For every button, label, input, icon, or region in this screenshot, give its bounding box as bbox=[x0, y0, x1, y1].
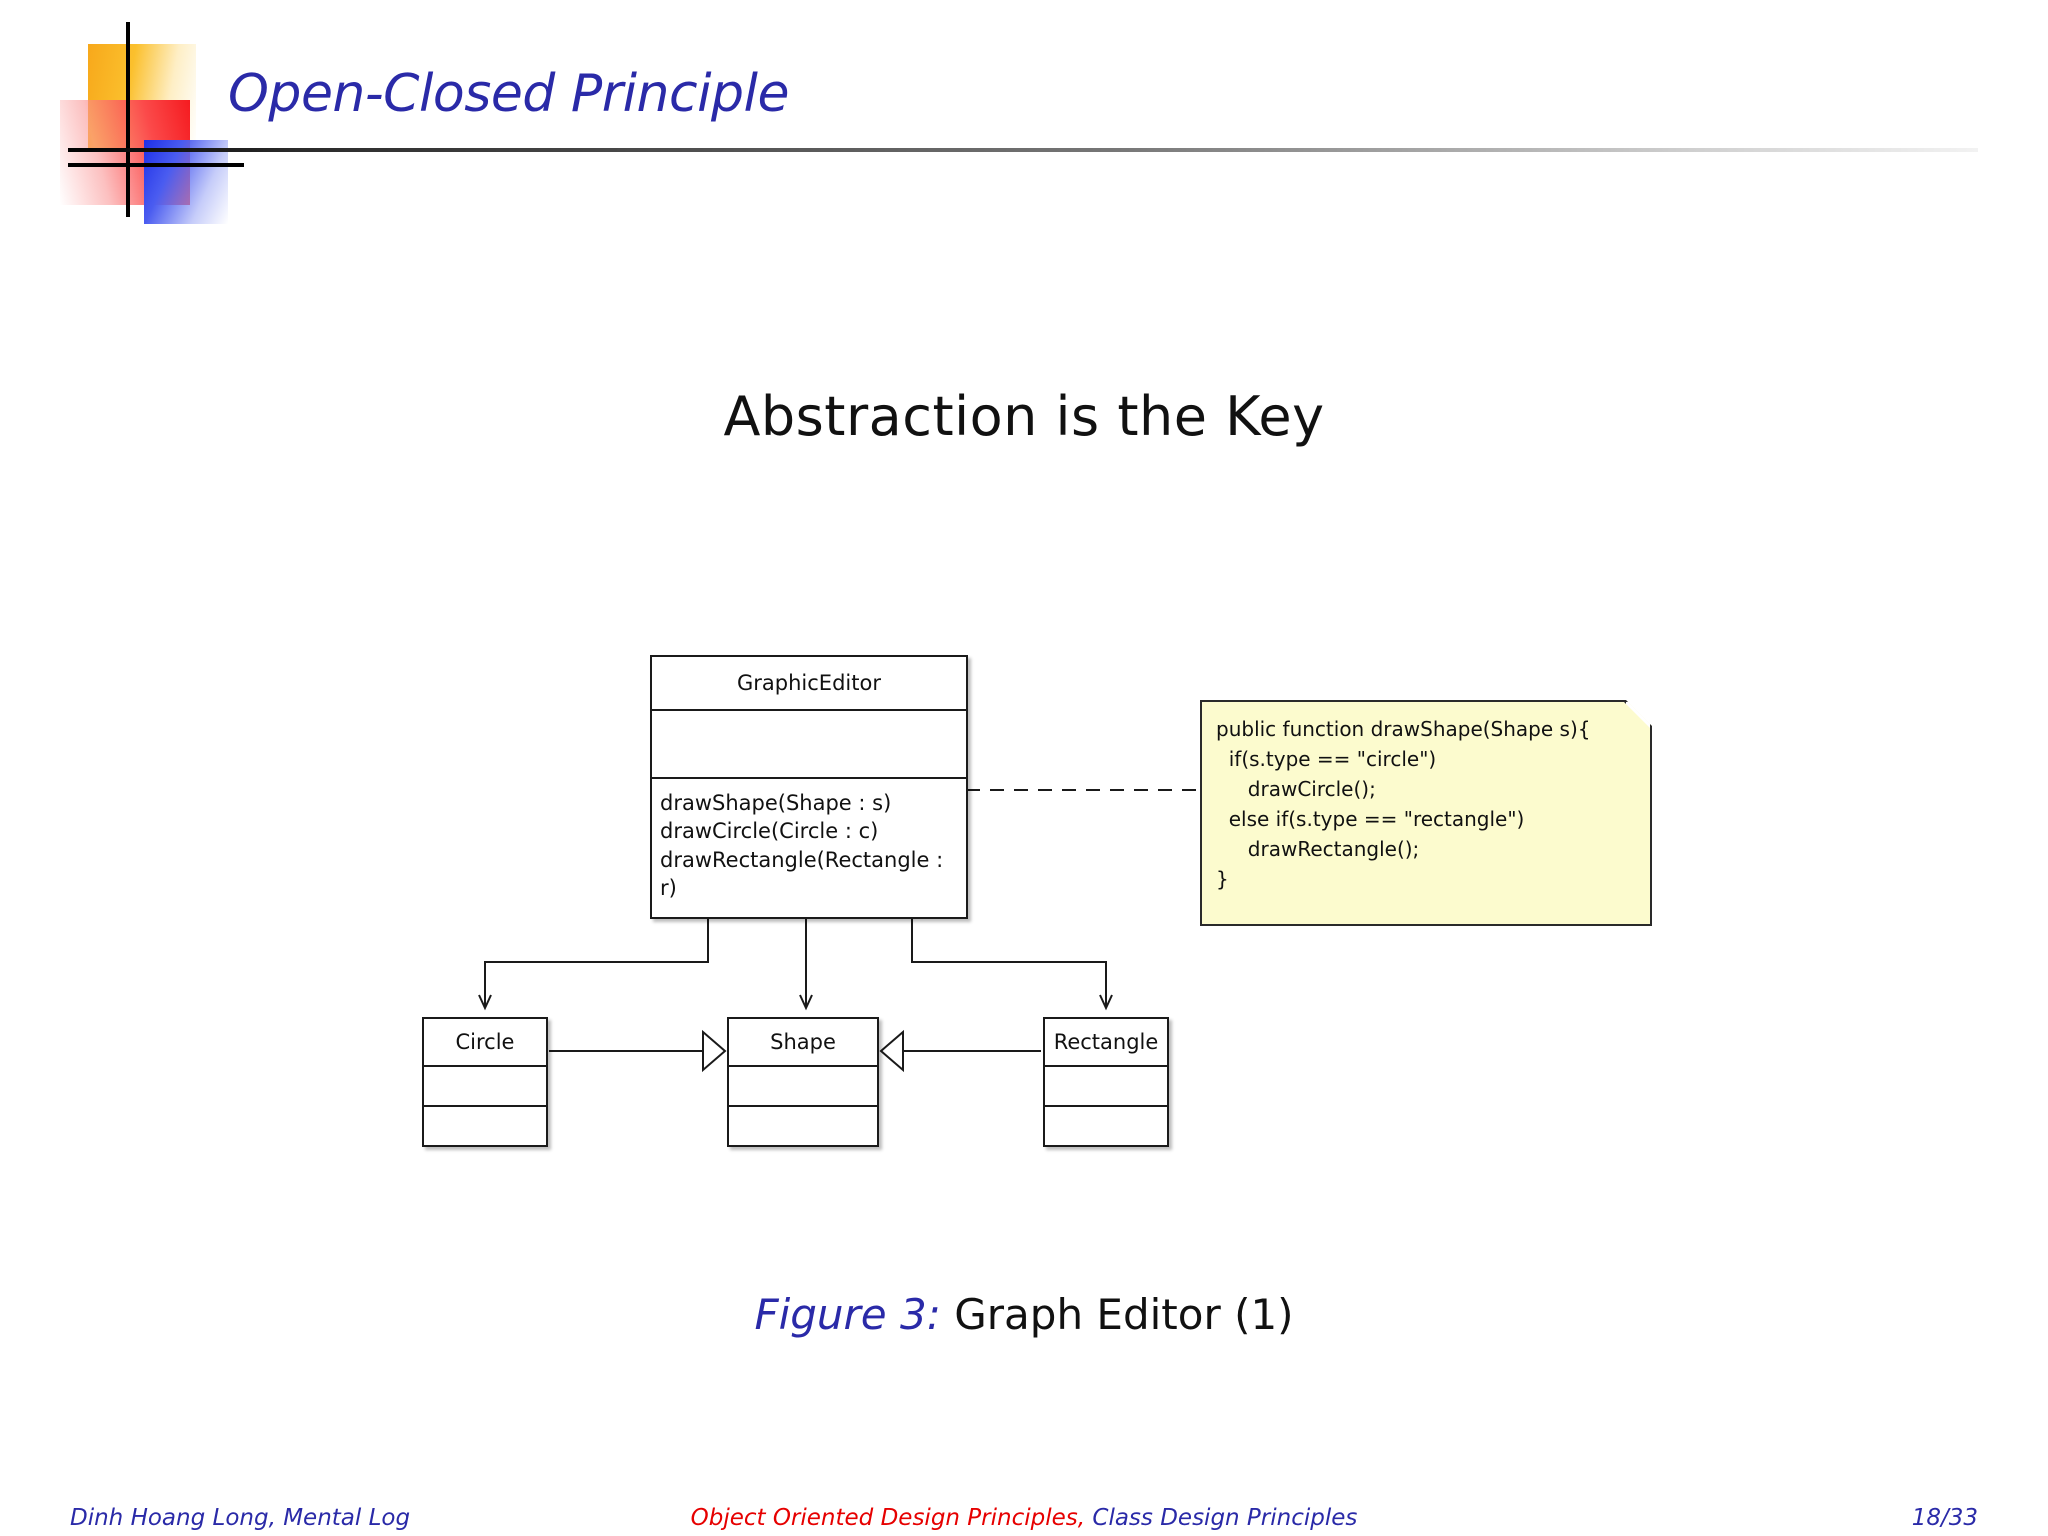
footer-section-title[interactable]: Class Design Principles bbox=[1092, 1505, 1358, 1531]
footer-breadcrumb: Object Oriented Design Principles, Class… bbox=[0, 1505, 2048, 1531]
section-heading: Abstraction is the Key bbox=[723, 385, 1325, 448]
uml-class-graphiceditor[interactable]: GraphicEditor drawShape(Shape : s) drawC… bbox=[650, 655, 968, 919]
uml-class-shape[interactable]: Shape bbox=[727, 1017, 879, 1147]
note-code-text: public function drawShape(Shape s){ if(s… bbox=[1216, 717, 1591, 891]
page-title: Open-Closed Principle bbox=[228, 64, 789, 124]
footer-author: Dinh Hoang Long, Mental Log bbox=[70, 1505, 411, 1531]
uml-operations-compartment bbox=[424, 1105, 546, 1145]
uml-attributes-compartment bbox=[1045, 1065, 1167, 1105]
uml-class-name: Rectangle bbox=[1053, 1030, 1159, 1054]
uml-operations-compartment bbox=[729, 1105, 877, 1145]
header-divider-rule bbox=[68, 148, 1978, 152]
uml-attributes-compartment bbox=[424, 1065, 546, 1105]
logo-square-blue bbox=[144, 140, 228, 224]
uml-class-name: Circle bbox=[455, 1030, 515, 1054]
uml-class-rectangle[interactable]: Rectangle bbox=[1043, 1017, 1169, 1147]
uml-operation: drawCircle(Circle : c) bbox=[660, 819, 879, 844]
uml-note-code[interactable]: public function drawShape(Shape s){ if(s… bbox=[1200, 700, 1652, 926]
uml-operation: drawRectangle(Rectangle : r) bbox=[660, 847, 944, 901]
brand-logo bbox=[60, 22, 260, 224]
figure-caption: Figure 3: Graph Editor (1) bbox=[0, 1290, 2048, 1339]
footer-separator: , bbox=[1077, 1505, 1093, 1531]
figure-number: Figure 3: bbox=[754, 1290, 941, 1339]
uml-operations-compartment bbox=[1045, 1105, 1167, 1145]
uml-attributes-compartment bbox=[652, 709, 966, 777]
uml-class-circle[interactable]: Circle bbox=[422, 1017, 548, 1147]
figure-caption-text: Graph Editor (1) bbox=[954, 1290, 1294, 1339]
uml-operations-compartment: drawShape(Shape : s) drawCircle(Circle :… bbox=[652, 777, 966, 917]
page-number: 18/33 bbox=[1911, 1505, 1978, 1531]
uml-class-name: GraphicEditor bbox=[737, 671, 881, 695]
uml-class-name: Shape bbox=[770, 1030, 836, 1054]
footer-course-title[interactable]: Object Oriented Design Principles bbox=[690, 1505, 1078, 1531]
uml-operation: drawShape(Shape : s) bbox=[660, 791, 892, 815]
slide-footer: Dinh Hoang Long, Mental Log Object Orien… bbox=[0, 1505, 2048, 1536]
logo-vertical-line bbox=[126, 22, 130, 217]
logo-horizontal-line bbox=[68, 163, 244, 167]
uml-attributes-compartment bbox=[729, 1065, 877, 1105]
